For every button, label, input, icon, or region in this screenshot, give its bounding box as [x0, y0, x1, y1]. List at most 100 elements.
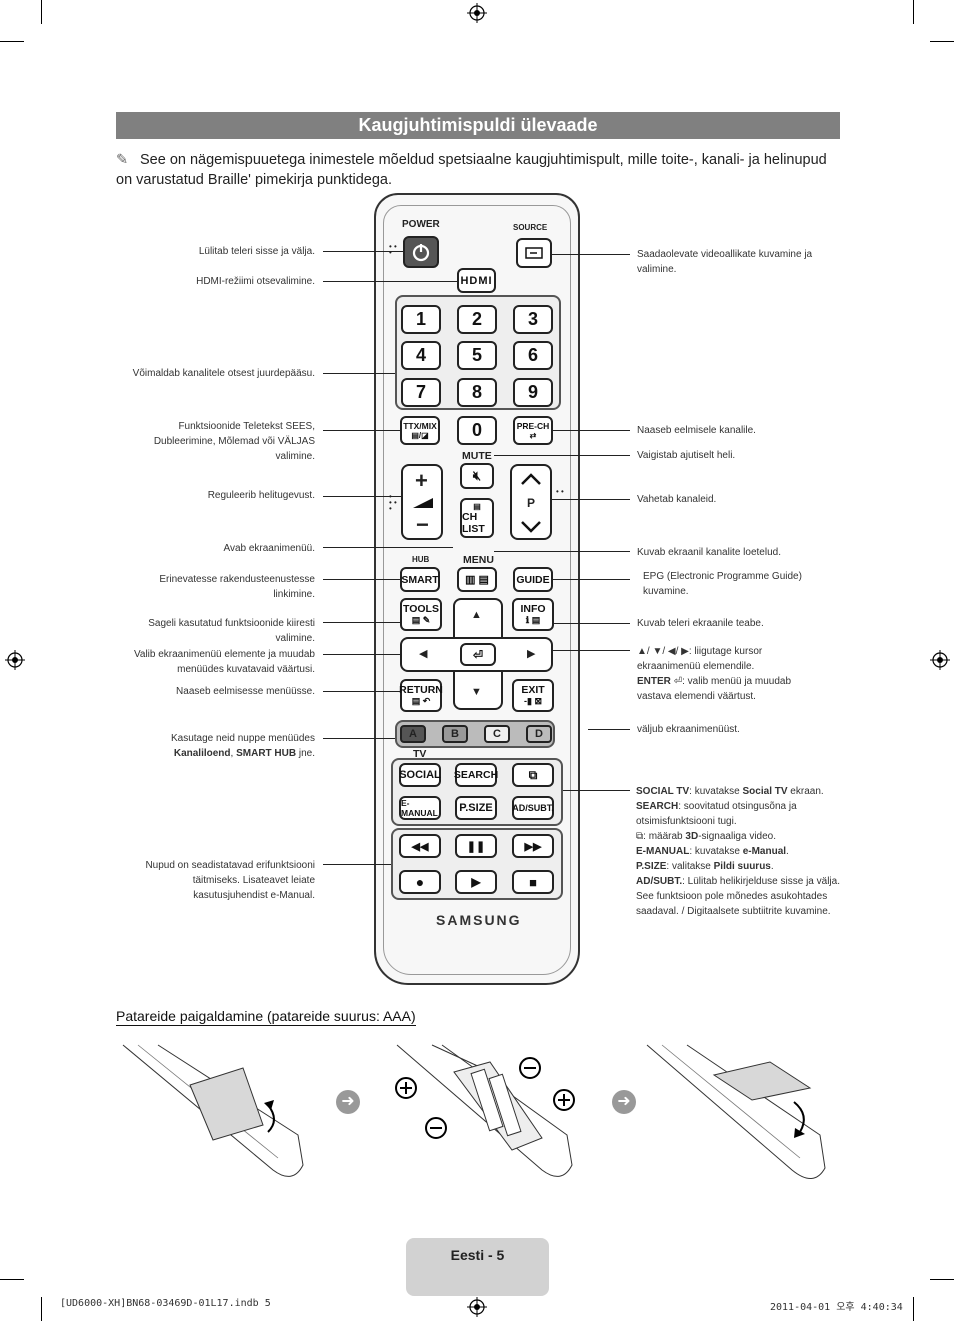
number-0-button[interactable]: 0 — [457, 416, 497, 445]
rewind-button[interactable]: ◀◀ — [399, 834, 441, 858]
number-1-button[interactable]: 1 — [401, 305, 441, 334]
enter-icon: ⏎ — [673, 676, 683, 687]
volume-up-icon: + — [415, 468, 428, 493]
leader-line — [588, 729, 630, 730]
fast-forward-button[interactable]: ▶▶ — [512, 834, 554, 858]
search-button[interactable]: SEARCH — [454, 763, 498, 787]
social-tv-button[interactable]: SOCIAL — [399, 763, 441, 787]
play-button[interactable]: ▶ — [455, 870, 497, 894]
page-number-tab — [406, 1238, 549, 1296]
color-c-button[interactable]: C — [484, 725, 510, 743]
power-label: POWER — [402, 219, 440, 230]
enter-icon: ⏎ — [472, 647, 484, 662]
label-channel: Vahetab kanaleid. — [637, 494, 717, 505]
down-arrow-button[interactable]: ▼ — [471, 686, 482, 698]
number-6-button[interactable]: 6 — [513, 341, 553, 370]
rewind-icon: ◀◀ — [411, 840, 429, 853]
return-icon: ▤ ↶ — [411, 696, 431, 706]
source-label: SOURCE — [513, 223, 548, 232]
label-color-buttons: Kasutage neid nuppe menüüdes Kanaliloend… — [170, 733, 315, 759]
tv-label: TV — [413, 748, 427, 760]
print-file-info: [UD6000-XH]BN68-03469D-01L17.indb 5 — [60, 1298, 271, 1309]
guide-button[interactable]: GUIDE — [513, 567, 553, 592]
brand-logo: SAMSUNG — [436, 912, 522, 928]
pause-button[interactable]: ❚❚ — [455, 834, 497, 858]
note-text: See on nägemispuuetega inimestele mõeldu… — [116, 152, 827, 188]
braille-dots: • • — [556, 487, 564, 496]
3d-button[interactable]: ⧉ — [512, 763, 554, 787]
leader-line — [494, 455, 630, 456]
play-icon: ▶ — [471, 875, 481, 889]
label-hdmi: HDMI-režiimi otsevalimine. — [196, 276, 315, 287]
enter-button[interactable]: ⏎ — [460, 643, 496, 666]
registration-mark-icon — [5, 650, 25, 670]
label-prech: Naaseb eelmisele kanalile. — [637, 425, 756, 436]
crop-mark — [41, 1297, 42, 1321]
crop-mark — [0, 41, 24, 42]
right-arrow-button[interactable]: ▶ — [527, 648, 536, 660]
label-media: Nupud on seadistatavad erifunktsiooni tä… — [145, 860, 315, 901]
label-arrows: ▲/ ▼/ ◀/ ▶: liigutage kursor ekraanimenü… — [637, 646, 792, 702]
source-icon — [525, 247, 543, 259]
source-button[interactable] — [516, 238, 552, 268]
stop-button[interactable]: ■ — [512, 870, 554, 894]
label-info: Kuvab teleri ekraanile teabe. — [637, 618, 764, 629]
pre-ch-button[interactable]: PRE-CH⇄ — [513, 416, 553, 445]
left-arrow-button[interactable]: ◀ — [419, 648, 428, 660]
exit-button[interactable]: EXIT-▮ ⊠ — [512, 679, 554, 712]
crop-mark — [41, 0, 42, 24]
ad-subt-button[interactable]: AD/SUBT. — [512, 796, 554, 820]
color-d-button[interactable]: D — [526, 725, 552, 743]
channel-rocker[interactable]: P — [510, 464, 552, 540]
up-arrow-button[interactable]: ▲ — [471, 609, 482, 621]
mute-label: MUTE — [462, 450, 492, 462]
channel-up-icon — [521, 473, 541, 485]
number-4-button[interactable]: 4 — [401, 341, 441, 370]
remote-inner-outline — [383, 205, 571, 975]
label-guide: EPG (Electronic Programme Guide) kuvamin… — [643, 571, 802, 597]
ttx-mix-button[interactable]: TTX/MIX▤/◪ — [400, 416, 440, 445]
label-source: Saadaolevate videoallikate kuvamine ja v… — [637, 249, 813, 275]
ch-list-button[interactable]: ▤CH LIST — [460, 498, 494, 538]
color-b-button[interactable]: B — [442, 725, 468, 743]
e-manual-button[interactable]: E-MANUAL — [399, 796, 441, 820]
teletext-icon: ▤/◪ — [411, 431, 429, 440]
label-navigate: Valib ekraanimenüü elemente ja muudab me… — [133, 649, 315, 675]
3d-glasses-icon: ⧉ — [528, 767, 538, 782]
tools-button[interactable]: TOOLS▤ ✎ — [400, 598, 442, 631]
number-5-button[interactable]: 5 — [457, 341, 497, 370]
return-button[interactable]: RETURN▤ ↶ — [399, 679, 443, 712]
menu-label: MENU — [463, 554, 494, 566]
leader-line — [323, 622, 400, 623]
arrow-right-icon: ➜ — [336, 1090, 360, 1114]
record-icon: ● — [415, 874, 425, 890]
label-chlist: Kuvab ekraanil kanalite loetelud. — [637, 547, 781, 558]
mute-button[interactable]: 🔇︎ — [460, 463, 494, 489]
label-channels: Võimaldab kanalitele otsest juurdepääsu. — [132, 368, 315, 379]
menu-button[interactable]: ▥ ▤ — [457, 567, 497, 592]
leader-line — [552, 499, 630, 500]
page-number: Eesti - 5 — [450, 1247, 505, 1263]
leader-line — [323, 496, 401, 497]
hdmi-button[interactable]: HDMI — [457, 268, 496, 293]
leader-line — [323, 373, 395, 374]
number-2-button[interactable]: 2 — [457, 305, 497, 334]
number-7-button[interactable]: 7 — [401, 378, 441, 407]
label-smart-functions: SOCIAL TV: kuvatakse Social TV ekraan. S… — [636, 786, 840, 917]
number-9-button[interactable]: 9 — [513, 378, 553, 407]
print-date-info: 2011-04-01 오후 4:40:34 — [770, 1302, 903, 1313]
volume-rocker[interactable]: + − — [401, 464, 443, 540]
number-3-button[interactable]: 3 — [513, 305, 553, 334]
power-button[interactable] — [403, 236, 439, 268]
label-tools: Sageli kasutatud funktsioonide kiiresti … — [148, 618, 315, 644]
number-8-button[interactable]: 8 — [457, 378, 497, 407]
crop-mark — [0, 1279, 24, 1280]
color-a-button[interactable]: A — [400, 725, 426, 743]
p-size-button[interactable]: P.SIZE — [455, 796, 497, 820]
smart-hub-button[interactable]: SMART — [400, 567, 440, 592]
leader-line — [323, 281, 457, 282]
record-button[interactable]: ● — [399, 870, 441, 894]
label-mute: Vaigistab ajutiselt heli. — [637, 450, 736, 461]
leader-line — [554, 623, 630, 624]
